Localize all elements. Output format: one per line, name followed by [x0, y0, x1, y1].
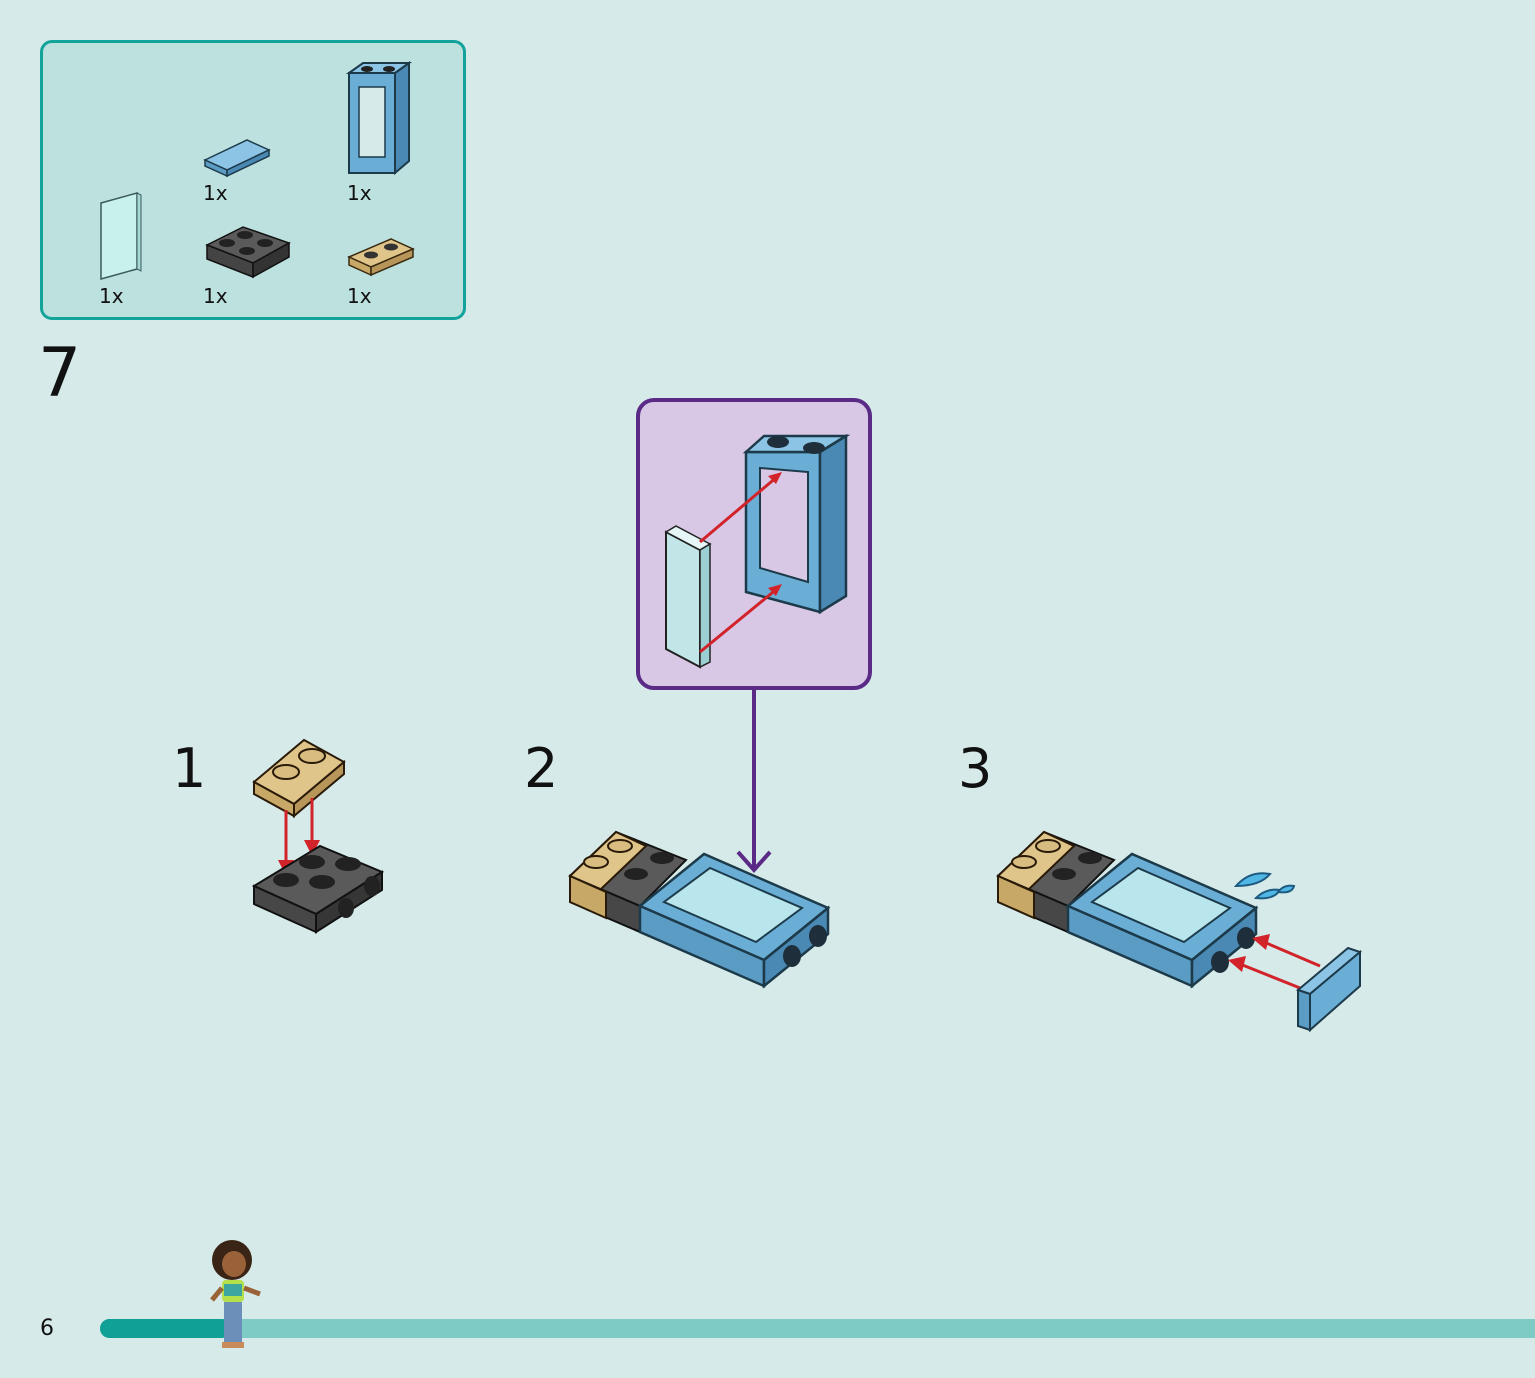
page-number: 6 — [40, 1316, 54, 1341]
substep-1-illustration — [251, 738, 385, 934]
substep-2-illustration — [568, 830, 831, 989]
glass-pane-part-image — [100, 192, 142, 280]
callout-connector-arrow — [736, 690, 772, 874]
part-quantity-glass-pane: 1x — [99, 284, 124, 308]
progress-bar — [100, 1319, 1535, 1338]
minifigure-progress-marker — [210, 1240, 261, 1348]
dark-plate-part-image — [205, 226, 291, 279]
step-number: 7 — [38, 334, 82, 413]
part-quantity-tan-plate: 1x — [347, 284, 372, 308]
window-frame-part-image — [345, 61, 413, 176]
part-quantity-dark-plate: 1x — [203, 284, 228, 308]
substep-3-number: 3 — [958, 737, 993, 800]
progress-bar-fill — [100, 1319, 231, 1338]
tan-plate-part-image — [347, 238, 415, 277]
substep-1-number: 1 — [172, 737, 207, 800]
blue-tile-part-image — [203, 139, 271, 178]
frame-glass-assembly-illustration — [664, 433, 851, 669]
part-quantity-blue-tile: 1x — [203, 181, 228, 205]
substep-2-number: 2 — [524, 737, 559, 800]
substep-3-illustration — [996, 830, 1363, 1033]
part-quantity-window-frame: 1x — [347, 181, 372, 205]
parts-list-box: 1x 1x 1x 1x 1x — [40, 40, 466, 320]
sub-assembly-callout — [636, 398, 872, 690]
